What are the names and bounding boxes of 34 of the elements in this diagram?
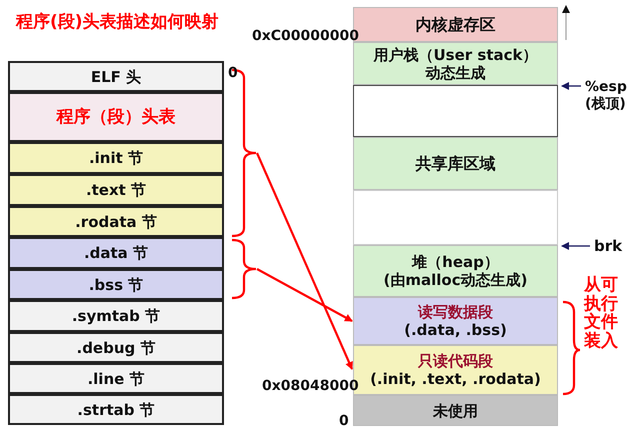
region-title: 读写数据段	[418, 303, 493, 321]
curly-brace	[230, 68, 258, 238]
mapping-arrow	[256, 268, 353, 322]
pointer-arrow	[561, 242, 590, 250]
address-label: 0x08048000	[262, 378, 359, 394]
section-cell: .symtab 节	[8, 300, 224, 332]
section-cell: .text 节	[8, 174, 224, 206]
curly-brace	[230, 238, 258, 300]
pointer-label: brk	[594, 236, 634, 256]
address-label: 0	[339, 413, 349, 429]
address-label: 0	[228, 65, 238, 81]
section-cell: .line 节	[8, 363, 224, 394]
memory-region-box	[353, 85, 558, 137]
memory-region-box: 堆（heap）(由malloc动态生成)	[353, 245, 558, 297]
mapping-arrow	[256, 152, 353, 370]
side-note: 从可执行文件装入	[584, 276, 619, 351]
section-cell: 程序（段）头表	[8, 92, 224, 142]
section-cell: .data 节	[8, 237, 224, 269]
region-subtitle: (.data, .bss)	[404, 321, 507, 339]
pointer-label: %esp (栈顶)	[585, 76, 637, 116]
memory-region-box: 用户栈（User stack）动态生成	[353, 42, 558, 85]
section-cell: .rodata 节	[8, 206, 224, 237]
section-cell: ELF 头	[8, 61, 224, 92]
region-subtitle: (.init, .text, .rodata)	[370, 370, 541, 388]
region-title: 只读代码段	[418, 352, 493, 370]
section-cell: .debug 节	[8, 332, 224, 363]
pointer-arrow	[561, 82, 581, 90]
memory-region-box: 共享库区域	[353, 137, 558, 190]
title: 程序(段)头表描述如何映射	[16, 11, 219, 33]
section-cell: .strtab 节	[8, 394, 224, 425]
memory-region-box	[353, 190, 558, 245]
memory-region-box: 未使用	[353, 395, 558, 426]
section-cell: .bss 节	[8, 269, 224, 300]
section-cell: .init 节	[8, 142, 224, 174]
